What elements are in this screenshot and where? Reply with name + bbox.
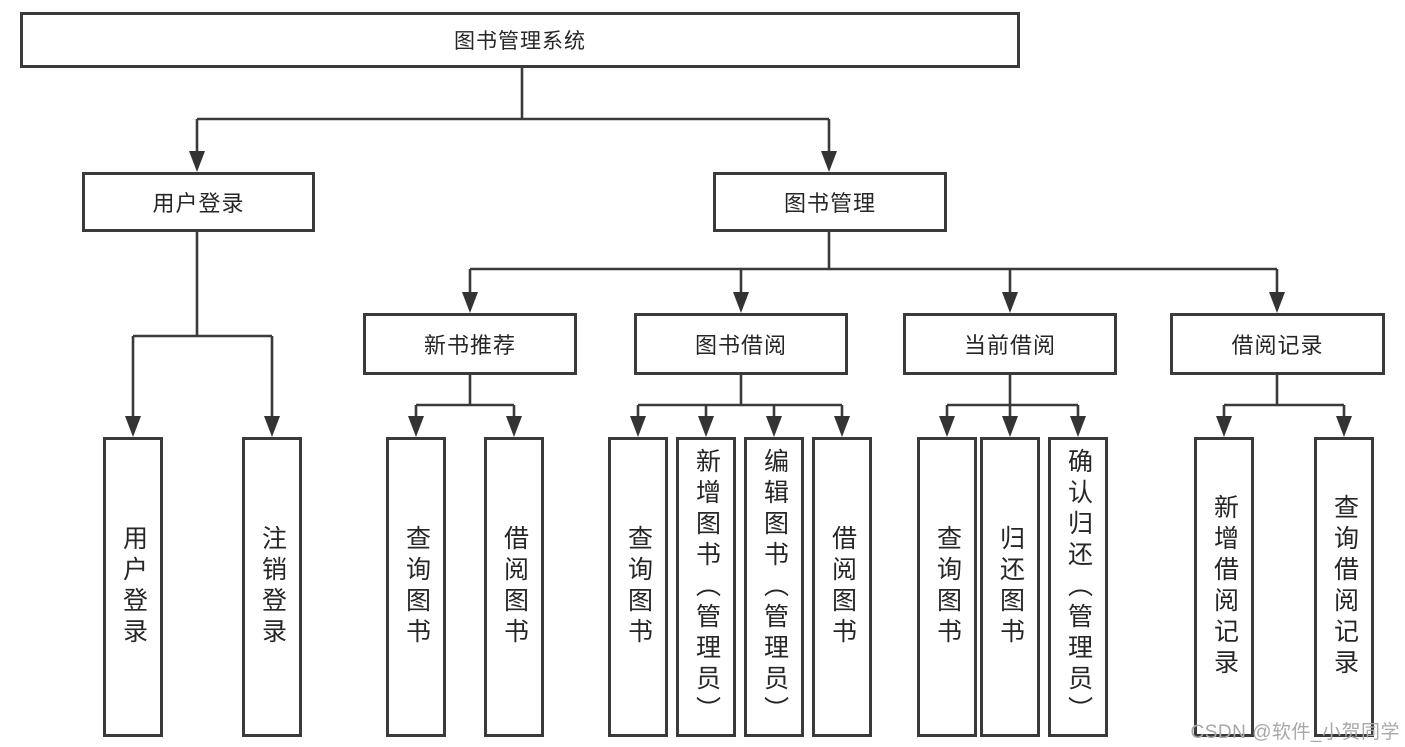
node-label: 查询借阅记录	[1330, 494, 1359, 680]
leaf-user-login: 用户登录	[103, 437, 163, 737]
leaf-edit-books-admin: 编辑图书（管理员）	[744, 437, 804, 737]
node-current-borrowing: 当前借阅	[903, 313, 1117, 375]
arrow-icon	[125, 416, 141, 437]
leaf-add-books-admin: 新增图书（管理员）	[676, 437, 736, 737]
node-label: 查询图书	[402, 525, 431, 649]
connector-currentborrow-bus	[945, 375, 1080, 419]
connector-userlogin-bus	[131, 232, 274, 419]
node-label: 当前借阅	[963, 333, 1056, 358]
leaf-borrow-books-borrowing: 借阅图书	[812, 437, 872, 737]
arrow-icon	[1269, 292, 1285, 313]
leaf-query-books-recommendation: 查询图书	[386, 437, 446, 737]
arrow-icon	[462, 292, 478, 313]
node-label: 新增图书（管理员）	[692, 447, 721, 727]
connector-bookmgmt-bus	[468, 232, 1279, 295]
node-new-book-recommendation: 新书推荐	[363, 313, 577, 375]
node-library-management-system: 图书管理系统	[20, 12, 1020, 68]
node-label: 归还图书	[996, 525, 1025, 649]
arrow-icon	[939, 416, 955, 437]
arrowheads	[125, 151, 1352, 437]
leaf-add-borrow-record: 新增借阅记录	[1194, 437, 1254, 737]
arrow-icon	[1216, 416, 1232, 437]
leaf-borrow-books-recommendation: 借阅图书	[484, 437, 544, 737]
node-label: 新书推荐	[423, 333, 516, 358]
node-label: 图书管理系统	[454, 30, 586, 53]
node-label: 用户登录	[152, 191, 245, 216]
leaf-query-borrow-record: 查询借阅记录	[1314, 437, 1374, 737]
leaf-confirm-return-admin: 确认归还（管理员）	[1048, 437, 1108, 737]
arrow-icon	[408, 416, 424, 437]
connector-bookborrow-bus	[636, 375, 844, 419]
node-label: 查询图书	[624, 525, 653, 649]
node-label: 新增借阅记录	[1210, 494, 1239, 680]
node-label: 借阅图书	[828, 525, 857, 649]
node-label: 借阅图书	[500, 525, 529, 649]
node-label: 查询图书	[933, 525, 962, 649]
node-borrowing-records: 借阅记录	[1170, 313, 1385, 375]
connector-root-bus	[195, 68, 831, 154]
arrow-icon	[1002, 292, 1018, 313]
node-book-borrowing: 图书借阅	[634, 313, 848, 375]
node-label: 确认归还（管理员）	[1064, 447, 1093, 727]
arrow-icon	[264, 416, 280, 437]
connector-records-bus	[1222, 375, 1346, 419]
leaf-query-books-current: 查询图书	[917, 437, 977, 737]
node-book-management: 图书管理	[713, 172, 947, 232]
arrow-icon	[766, 416, 782, 437]
arrow-icon	[506, 416, 522, 437]
arrow-icon	[834, 416, 850, 437]
node-label: 用户登录	[119, 525, 148, 649]
node-label: 借阅记录	[1231, 333, 1324, 358]
node-label: 图书借阅	[694, 333, 787, 358]
arrow-icon	[189, 151, 205, 172]
arrow-icon	[733, 292, 749, 313]
node-user-login: 用户登录	[82, 172, 315, 232]
connector-newbook-bus	[414, 375, 516, 419]
arrow-icon	[1070, 416, 1086, 437]
node-label: 注销登录	[258, 525, 287, 649]
arrow-icon	[821, 151, 837, 172]
csdn-watermark: CSDN @软件_小贺同学	[1190, 722, 1400, 743]
node-label: 编辑图书（管理员）	[760, 447, 789, 727]
arrow-icon	[1336, 416, 1352, 437]
arrow-icon	[698, 416, 714, 437]
node-label: 图书管理	[783, 191, 876, 216]
leaf-return-books: 归还图书	[980, 437, 1040, 737]
arrow-icon	[630, 416, 646, 437]
arrow-icon	[1002, 416, 1018, 437]
leaf-logout: 注销登录	[242, 437, 302, 737]
leaf-query-books-borrowing: 查询图书	[608, 437, 668, 737]
